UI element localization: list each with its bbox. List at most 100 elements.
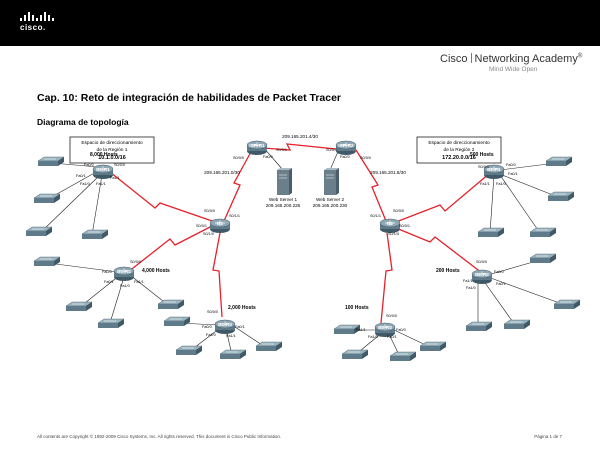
serial-link-b1-b1r3 bbox=[212, 232, 223, 318]
region-1-box: Espacio de direccionamiento de la Región… bbox=[69, 136, 155, 164]
switch-icon bbox=[255, 341, 283, 352]
brand-reg: ® bbox=[577, 53, 583, 60]
b1-s011-label: S0/1/1 bbox=[229, 214, 240, 218]
web-server-2-ip: 209.165.200.230 bbox=[313, 203, 348, 208]
b1-r1-hosts: 8,000 Hosts bbox=[90, 152, 118, 158]
isp-r2-fa00-label: Fa0/0 bbox=[340, 155, 350, 159]
brand-product: Networking Academy bbox=[474, 53, 578, 65]
switch-icon bbox=[163, 316, 191, 327]
b1-r2-hosts: 4,000 Hosts bbox=[142, 268, 170, 274]
switch-icon bbox=[419, 341, 447, 352]
switch-icon bbox=[157, 299, 185, 310]
b2-r1-fa01-label: Fa0/1 bbox=[508, 172, 518, 176]
footer-page-number: Página 1 de 7 bbox=[534, 434, 562, 439]
section-title: Diagrama de topología bbox=[37, 117, 129, 127]
isp-link-network: 209.165.201.4/30 bbox=[282, 134, 318, 139]
b1-r3-fa11-label: Fa1/1 bbox=[226, 334, 236, 338]
web-server-1-name: Web Server 1 bbox=[269, 197, 297, 202]
region-1-line2: de la Región 1 bbox=[97, 147, 128, 153]
switch-icon bbox=[175, 345, 203, 356]
switch-icon bbox=[529, 253, 557, 264]
switch-icon bbox=[65, 301, 93, 312]
serial-link-b2-b2r3 bbox=[380, 232, 393, 324]
switch-icon bbox=[545, 156, 573, 167]
isp-r1-s001-label: S0/0/1 bbox=[276, 148, 287, 152]
isp-r2-s001-label: S0/0/1 bbox=[326, 148, 337, 152]
b2-r2-fa01-label: Fa0/1 bbox=[496, 282, 506, 286]
b2-r1-fa10-label: Fa1/0 bbox=[496, 182, 506, 186]
b2-r3-label: B2-R3 bbox=[378, 325, 392, 331]
b2-r3-fa00-label: Fa0/0 bbox=[396, 328, 406, 332]
b2-r1-s000-label: S0/0/0 bbox=[478, 165, 489, 169]
web-server-2-icon bbox=[323, 167, 340, 196]
web-server-1-ip: 209.165.200.226 bbox=[266, 203, 301, 208]
b2-r3-fa11-label: Fa1/1 bbox=[356, 328, 366, 332]
region-2-line1: Espacio de direccionamiento bbox=[428, 140, 490, 146]
switch-icon bbox=[529, 227, 557, 238]
web-server-1-icon bbox=[276, 167, 293, 196]
b1-r3-fa00-label: Fa0/0 bbox=[202, 325, 212, 329]
cisco-header-bar: cisco. bbox=[0, 0, 600, 46]
switch-icon bbox=[503, 319, 531, 330]
b1-r2-s000-label: S0/0/0 bbox=[130, 260, 141, 264]
topology-diagram: Espacio de direccionamiento de la Región… bbox=[25, 134, 581, 362]
cisco-bars-icon bbox=[20, 11, 60, 21]
b1-label: B1 bbox=[217, 221, 223, 227]
switch-icon bbox=[341, 349, 369, 360]
b2-r1-label: B2-R1 bbox=[487, 167, 501, 173]
switch-icon bbox=[465, 321, 493, 332]
region-2-network: 172.20.0.0/16 bbox=[442, 155, 476, 161]
serial-link-b1-b1r2 bbox=[127, 225, 213, 273]
b1-r1-label: B1-R1 bbox=[96, 167, 110, 173]
document-title: Cap. 10: Reto de integración de habilida… bbox=[37, 92, 342, 104]
serial-link-b2-b2r2 bbox=[395, 227, 483, 274]
b1-r2-label: B1-R2 bbox=[117, 269, 131, 275]
isp-r1-label: ISP-R1 bbox=[249, 143, 265, 149]
b1-r3-fa10-label: Fa1/0 bbox=[206, 333, 216, 337]
b1-r3-label: B1-R3 bbox=[218, 322, 232, 328]
b2-r1-fa00-label: Fa0/0 bbox=[506, 163, 516, 167]
serial-links bbox=[109, 143, 491, 324]
region-2-box: Espacio de direccionamiento de la Región… bbox=[416, 136, 502, 164]
switch-icon bbox=[25, 226, 53, 237]
isp-r2-s000-label: S0/0/0 bbox=[360, 156, 371, 160]
b1-r3-fa01-label: Fa0/1 bbox=[235, 325, 245, 329]
b2-r2-label: B2-R2 bbox=[475, 272, 489, 278]
isp-r1-fa00-label: Fa0/0 bbox=[263, 155, 273, 159]
b1-r2-fa00-label: Fa0/0 bbox=[102, 270, 112, 274]
serial-link-b1-isp1 bbox=[223, 149, 253, 222]
b2-s010-label: S0/1/0 bbox=[388, 232, 399, 236]
b1-s001-label: S0/0/1 bbox=[196, 224, 207, 228]
b2-r1-hosts: 500 Hosts bbox=[470, 152, 494, 158]
serial-link-b2-b2r1 bbox=[395, 172, 491, 223]
switch-icon bbox=[97, 318, 125, 329]
b1-r2-fa10-label: Fa1/0 bbox=[120, 284, 130, 288]
web-server-2-name: Web Server 2 bbox=[316, 197, 344, 202]
b2-s001-label: S0/0/1 bbox=[399, 224, 410, 228]
b2-label: B2 bbox=[387, 221, 393, 227]
b2-r3-fa10-label: Fa1/0 bbox=[368, 335, 378, 339]
b1-s000-label: S0/0/0 bbox=[204, 209, 215, 213]
b1-r3-s000-label: S0/0/0 bbox=[207, 310, 218, 314]
b1-r1-fa00-label: Fa0/0 bbox=[84, 163, 94, 167]
brand-tagline: Mind Wide Open bbox=[489, 66, 538, 73]
b2-r1-fa11-label: Fa1/1 bbox=[480, 182, 490, 186]
b2-r2-fa10-label: Fa1/0 bbox=[466, 286, 476, 290]
isp-r2-label: ISP-R2 bbox=[338, 143, 354, 149]
serial-link-b2-isp2 bbox=[355, 149, 387, 222]
brand-name: Cisco bbox=[440, 53, 468, 65]
b2-s011-label: S0/1/1 bbox=[370, 214, 381, 218]
b1-r1-s000-label: S0/0/0 bbox=[114, 163, 125, 167]
switch-icon bbox=[389, 351, 417, 362]
b1-s010-label: S0/1/0 bbox=[203, 232, 214, 236]
b2-r2-s000-label: S0/0/0 bbox=[476, 260, 487, 264]
b1-r1-fa11-label: Fa1/1 bbox=[96, 182, 106, 186]
region-2-line2: de la Región 2 bbox=[444, 147, 475, 153]
switch-icon bbox=[477, 227, 505, 238]
footer-copyright: All contents are Copyright © 1992-2009 C… bbox=[37, 434, 282, 439]
b1-r2-fa01-label: Fa0/1 bbox=[104, 280, 114, 284]
switch-icon bbox=[81, 229, 109, 240]
r2-isp-network: 209.165.201.8/30 bbox=[370, 170, 406, 175]
serial-link-b1-b1r1 bbox=[109, 171, 216, 223]
region-1-network: 10.1.0.0/16 bbox=[98, 155, 126, 161]
